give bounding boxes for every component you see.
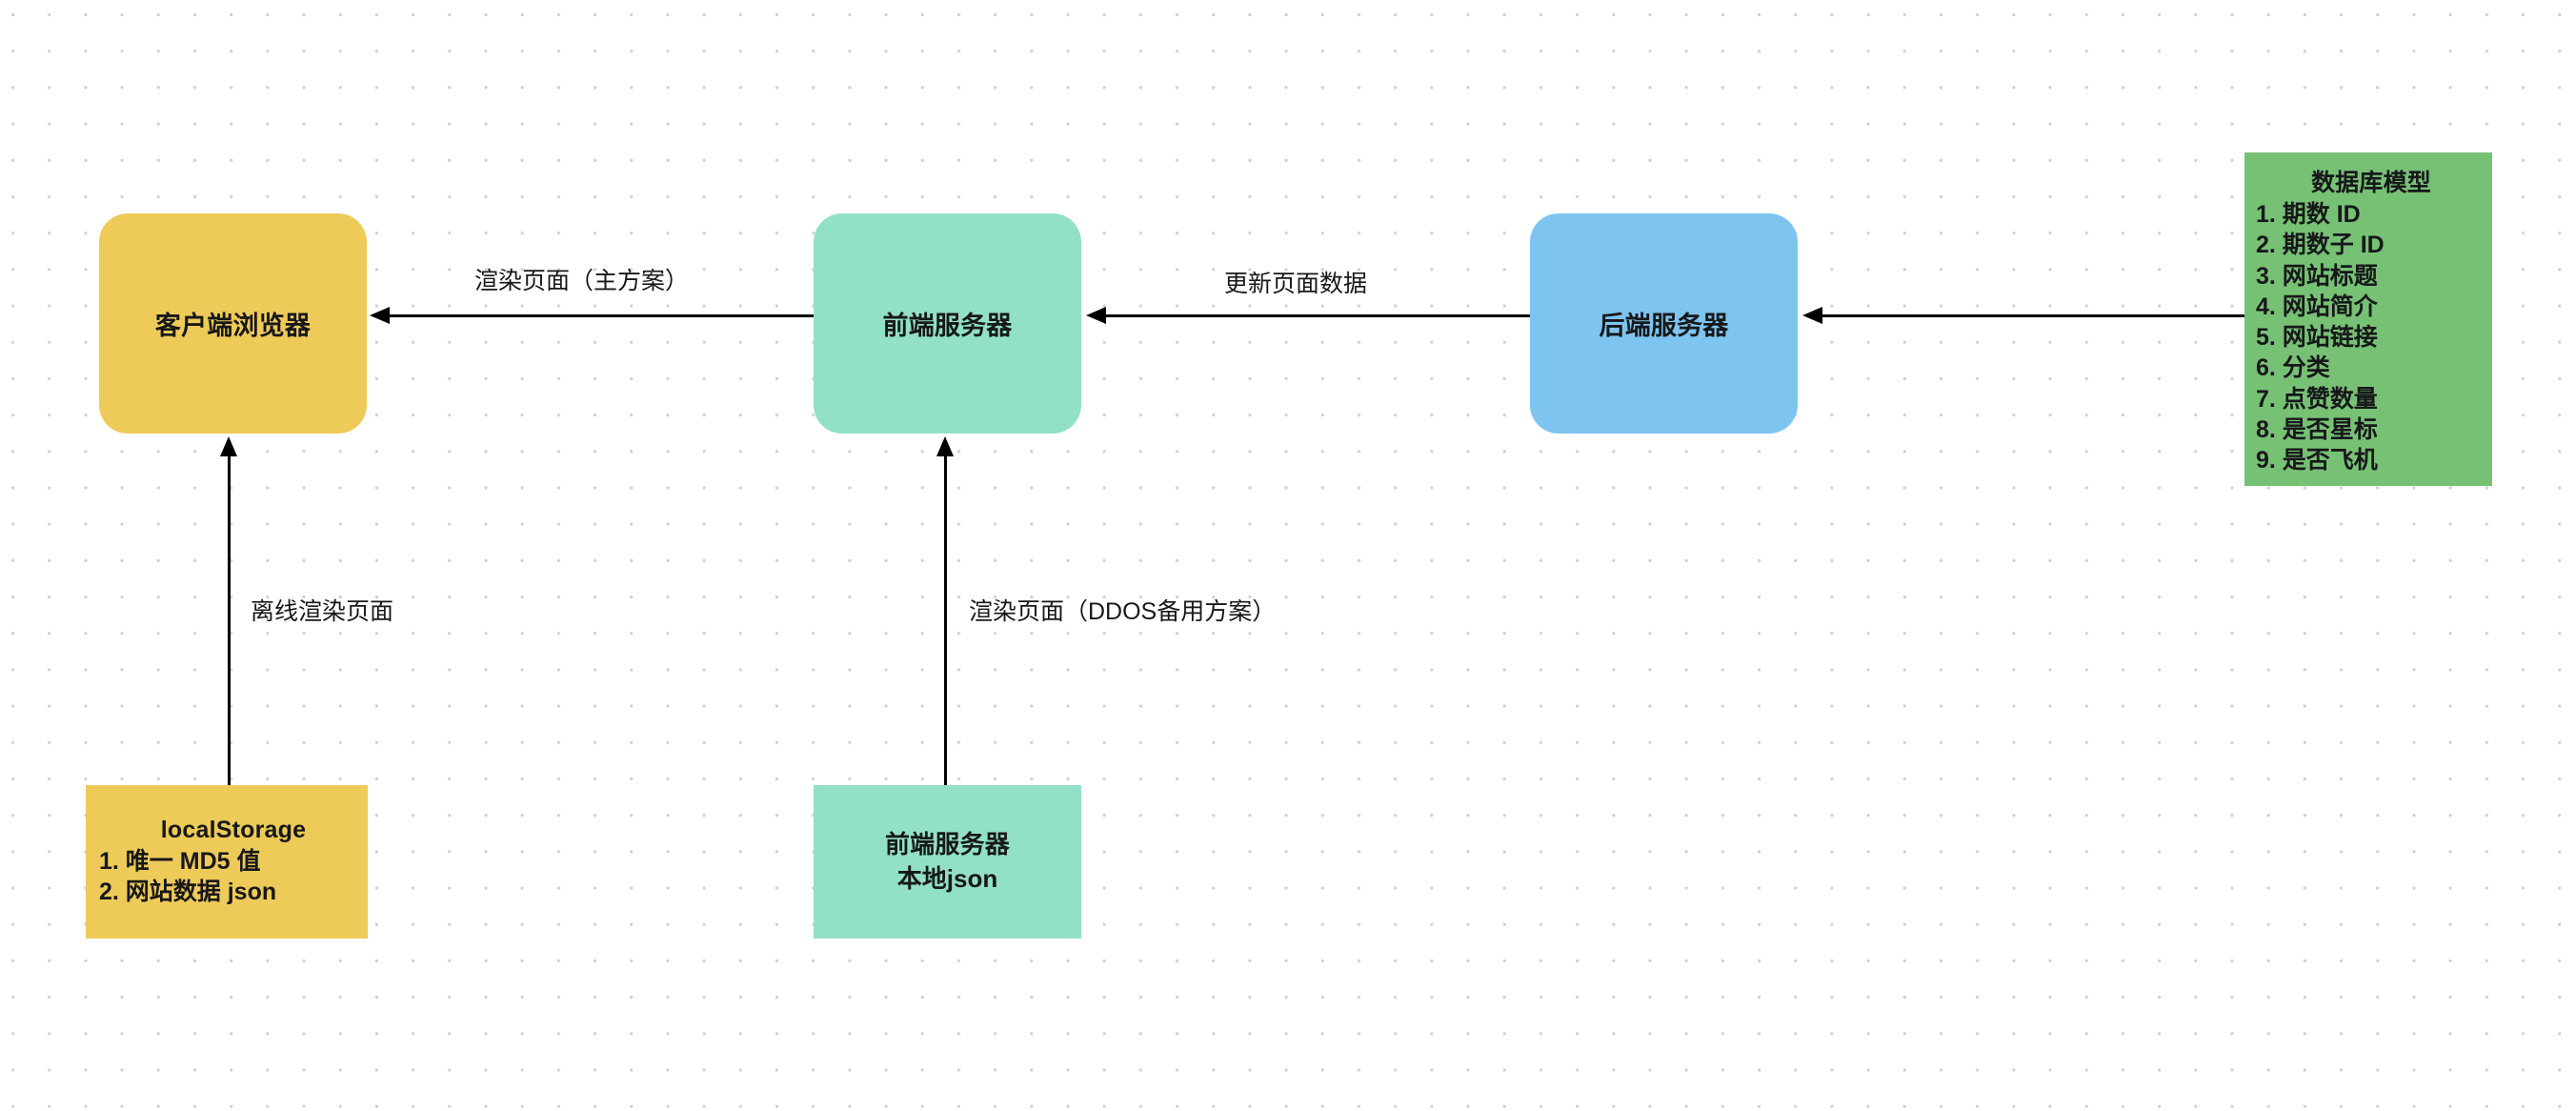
list-item: 6. 分类 (2256, 354, 2330, 382)
arrowhead-localstorage-to-browser (220, 436, 237, 456)
node-backend-server[interactable]: 后端服务器 (1530, 213, 1798, 434)
node-backend-server-label: 后端服务器 (1599, 312, 1729, 340)
node-frontend-local-json-label: 前端服务器 (884, 830, 1010, 859)
list-item: 2. 网站数据 json (99, 879, 277, 905)
node-frontend-local-json-sublabel: 本地json (896, 863, 998, 893)
edge-frontend-to-browser[interactable] (389, 314, 814, 317)
node-frontend-server[interactable]: 前端服务器 (814, 213, 1081, 434)
edge-label-localstorage-to-browser: 离线渲染页面 (251, 598, 394, 625)
database-model-field-list: 1. 期数 ID 2. 期数子 ID 3. 网站标题 4. 网站简介 5. 网站… (2256, 199, 2492, 475)
node-database-model[interactable]: 数据库模型 1. 期数 ID 2. 期数子 ID 3. 网站标题 4. 网站简介… (2244, 152, 2492, 486)
list-item: 3. 网站标题 (2256, 262, 2378, 290)
list-item: 1. 唯一 MD5 值 (99, 847, 261, 875)
list-item: 9. 是否飞机 (2256, 447, 2378, 474)
node-frontend-local-json[interactable]: 前端服务器 本地json (814, 785, 1081, 939)
node-frontend-server-label: 前端服务器 (882, 312, 1013, 340)
node-database-model-label: 数据库模型 (2310, 170, 2431, 196)
edge-label-localjson-to-frontend: 渲染页面（DDOS备用方案） (969, 598, 1277, 625)
list-item: 8. 是否星标 (2256, 415, 2378, 443)
node-local-storage[interactable]: localStorage 1. 唯一 MD5 值 2. 网站数据 json (86, 785, 368, 939)
arrowhead-dbmodel-to-backend (1802, 307, 1822, 324)
edge-label-frontend-to-browser: 渲染页面（主方案） (474, 268, 690, 294)
local-storage-field-list: 1. 唯一 MD5 值 2. 网站数据 json (99, 846, 368, 908)
edge-label-backend-to-frontend: 更新页面数据 (1224, 271, 1368, 297)
arrowhead-frontend-to-browser (370, 307, 390, 324)
arrowhead-backend-to-frontend (1086, 307, 1106, 324)
list-item: 4. 网站简介 (2256, 293, 2378, 320)
node-client-browser[interactable]: 客户端浏览器 (99, 213, 367, 434)
list-item: 2. 期数子 ID (2256, 232, 2385, 259)
edge-localjson-to-frontend[interactable] (944, 455, 947, 785)
list-item: 1. 期数 ID (2256, 201, 2361, 228)
list-item: 5. 网站链接 (2256, 324, 2378, 351)
edge-dbmodel-to-backend[interactable] (1821, 314, 2244, 317)
edge-backend-to-frontend[interactable] (1105, 314, 1530, 317)
edge-localstorage-to-browser[interactable] (228, 455, 231, 785)
node-local-storage-label: localStorage (160, 816, 307, 843)
node-client-browser-label: 客户端浏览器 (154, 312, 312, 340)
arrowhead-localjson-to-frontend (936, 436, 954, 456)
list-item: 7. 点赞数量 (2256, 385, 2378, 413)
